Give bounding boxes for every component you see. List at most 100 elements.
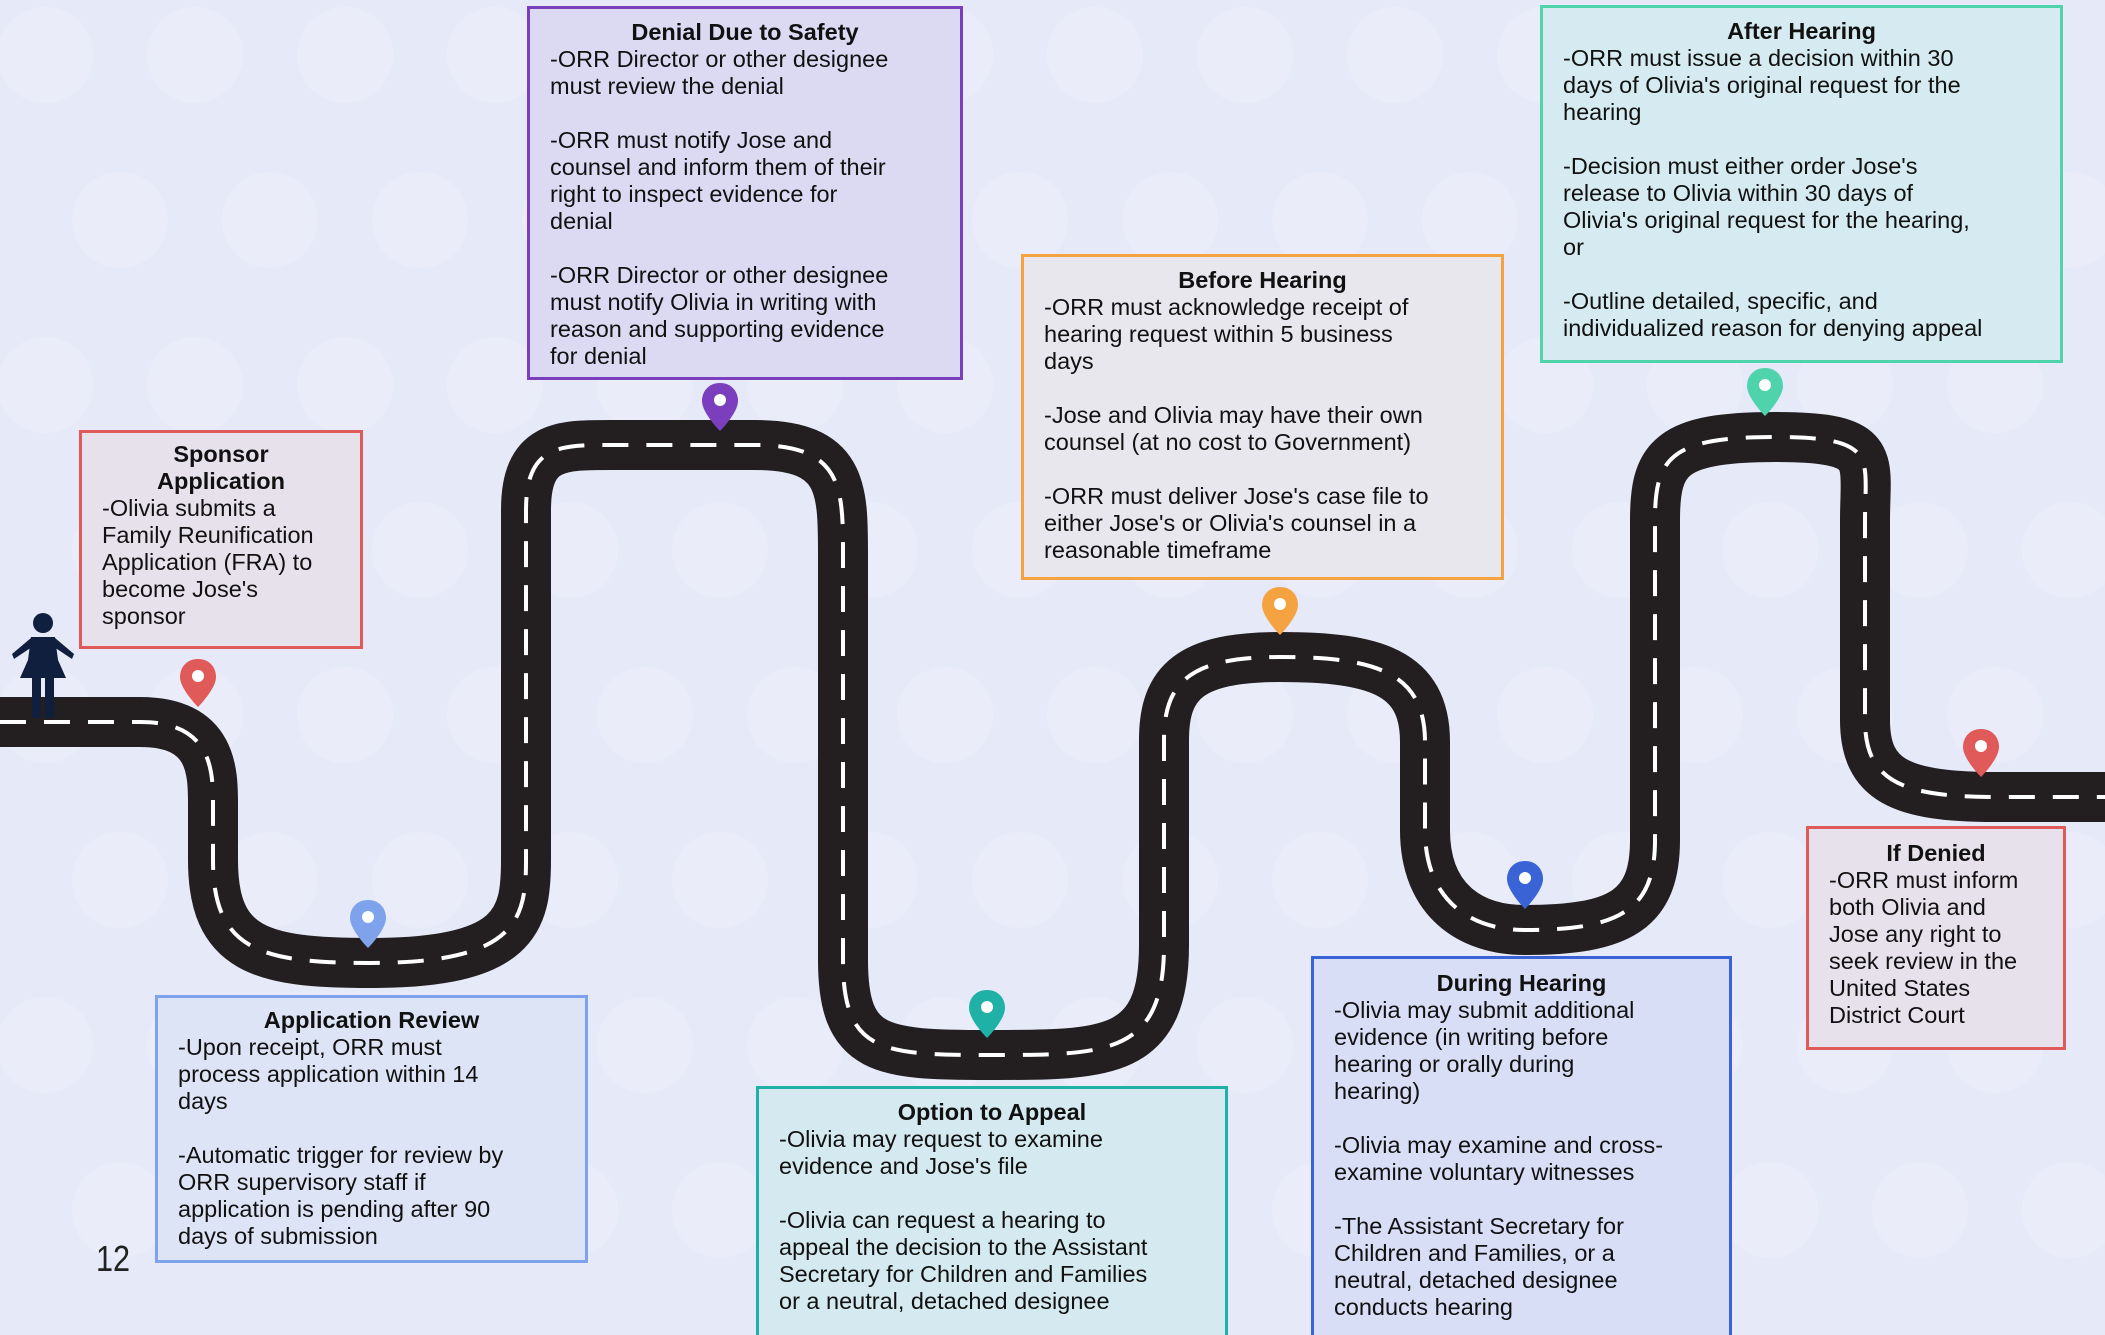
step-text-before-hearing: reasonable timeframe — [1044, 537, 1272, 563]
step-title-before-hearing: Before Hearing — [1178, 267, 1347, 293]
step-text-during-hearing: -Olivia may submit additional — [1334, 997, 1635, 1023]
background-circle — [72, 172, 168, 268]
step-text-denial-due-to-safety: for denial — [550, 343, 647, 369]
background-circle — [0, 997, 93, 1093]
step-text-during-hearing: Children and Families, or a — [1334, 1240, 1615, 1266]
step-text-denial-due-to-safety: -ORR Director or other designee — [550, 262, 889, 288]
step-title-denial-due-to-safety: Denial Due to Safety — [631, 19, 859, 45]
step-text-after-hearing: release to Olivia within 30 days of — [1563, 180, 1914, 206]
step-text-after-hearing: or — [1563, 234, 1584, 260]
background-circle — [1872, 1162, 1968, 1258]
step-text-during-hearing: examine voluntary witnesses — [1334, 1159, 1635, 1185]
step-title-during-hearing: During Hearing — [1436, 970, 1607, 996]
background-circle — [0, 7, 93, 103]
step-text-application-review: -Automatic trigger for review by — [178, 1142, 504, 1168]
background-circle — [372, 172, 468, 268]
background-circle — [147, 7, 243, 103]
step-text-before-hearing: -ORR must acknowledge receipt of — [1044, 294, 1409, 320]
step-text-application-review: -Upon receipt, ORR must — [178, 1034, 442, 1060]
pin-if-denied-icon — [1963, 729, 1999, 777]
step-title-option-to-appeal: Option to Appeal — [897, 1099, 1087, 1125]
step-text-after-hearing: individualized reason for denying appeal — [1563, 315, 1983, 341]
background-circle — [1197, 667, 1293, 763]
step-text-application-review: days — [178, 1088, 228, 1114]
step-text-before-hearing: either Jose's or Olivia's counsel in a — [1044, 510, 1417, 536]
background-circle — [597, 667, 693, 763]
background-circle — [747, 997, 843, 1093]
step-text-option-to-appeal: appeal the decision to the Assistant — [779, 1234, 1148, 1260]
step-box-denial-due-to-safety: Denial Due to Safety -ORR Director or ot… — [527, 6, 963, 380]
background-circle — [1197, 997, 1293, 1093]
background-circle — [972, 172, 1068, 268]
background-circle — [222, 172, 318, 268]
step-text-option-to-appeal: Secretary for Children and Families — [779, 1261, 1148, 1287]
step-text-after-hearing: -Decision must either order Jose's — [1563, 153, 1918, 179]
step-text-after-hearing: days of Olivia's original request for th… — [1563, 72, 1961, 98]
step-text-during-hearing: hearing or orally during — [1334, 1051, 1575, 1077]
step-text-denial-due-to-safety: counsel and inform them of their — [550, 154, 886, 180]
step-title-if-denied: If Denied — [1886, 840, 1986, 866]
step-text-denial-due-to-safety: must notify Olivia in writing with — [550, 289, 877, 315]
step-text-option-to-appeal: or a neutral, detached designee — [779, 1288, 1110, 1314]
step-text-denial-due-to-safety: -ORR must notify Jose and — [550, 127, 833, 153]
background-circle — [1722, 1162, 1818, 1258]
step-text-during-hearing: hearing) — [1334, 1078, 1421, 1104]
step-text-before-hearing: hearing request within 5 business — [1044, 321, 1393, 347]
step-text-if-denied: United States — [1829, 975, 1971, 1001]
background-circle — [222, 832, 318, 928]
step-text-sponsor-application: -Olivia submits a — [102, 495, 276, 521]
step-text-option-to-appeal: -Olivia may request to examine — [779, 1126, 1103, 1152]
step-text-during-hearing: conducts hearing — [1334, 1294, 1513, 1320]
background-circle — [1047, 667, 1143, 763]
step-text-denial-due-to-safety: reason and supporting evidence — [550, 316, 885, 342]
step-box-application-review: Application Review -Upon receipt, ORR mu… — [155, 995, 588, 1263]
background-circle — [1272, 172, 1368, 268]
step-text-during-hearing: -Olivia may examine and cross- — [1334, 1132, 1664, 1158]
background-circle — [297, 667, 393, 763]
step-title-application-review: Application Review — [263, 1007, 480, 1033]
step-text-if-denied: Jose any right to — [1829, 921, 2002, 947]
step-title-sponsor-application: Sponsor — [173, 441, 269, 467]
pin-application-review-icon — [350, 900, 386, 948]
step-box-during-hearing: During Hearing -Olivia may submit additi… — [1311, 956, 1732, 1335]
background-circle — [597, 997, 693, 1093]
background-circle — [972, 832, 1068, 928]
pin-option-to-appeal-icon — [969, 990, 1005, 1038]
step-text-option-to-appeal: -Olivia can request a hearing to — [779, 1207, 1106, 1233]
background-circle — [1197, 7, 1293, 103]
step-text-application-review: days of submission — [178, 1223, 378, 1249]
background-circle — [1497, 667, 1593, 763]
step-text-if-denied: both Olivia and — [1829, 894, 1986, 920]
background-circle — [72, 1162, 168, 1258]
step-text-after-hearing: -ORR must issue a decision within 30 — [1563, 45, 1954, 71]
page-number: 12 — [96, 1238, 131, 1279]
step-text-after-hearing: hearing — [1563, 99, 1642, 125]
step-text-if-denied: seek review in the — [1829, 948, 2018, 974]
step-text-before-hearing: days — [1044, 348, 1094, 374]
background-circle — [447, 7, 543, 103]
step-text-denial-due-to-safety: -ORR Director or other designee — [550, 46, 889, 72]
step-text-before-hearing: -Jose and Olivia may have their own — [1044, 402, 1423, 428]
step-text-if-denied: District Court — [1829, 1002, 1965, 1028]
pin-denial-due-to-safety-icon — [702, 383, 738, 431]
step-text-after-hearing: Olivia's original request for the hearin… — [1563, 207, 1970, 233]
step-box-option-to-appeal: Option to Appeal -Olivia may request to … — [756, 1086, 1228, 1335]
background-circle — [0, 337, 93, 433]
person-icon — [12, 613, 74, 718]
step-text-during-hearing: evidence (in writing before — [1334, 1024, 1609, 1050]
background-circle — [447, 337, 543, 433]
background-circle — [1122, 172, 1218, 268]
step-text-sponsor-application: Application (FRA) to — [102, 549, 313, 575]
step-text-application-review: process application within 14 — [178, 1061, 479, 1087]
background-circle — [672, 1162, 768, 1258]
step-title-after-hearing: After Hearing — [1727, 18, 1876, 44]
step-title-sponsor-application-cont: Application — [157, 468, 285, 494]
step-text-if-denied: -ORR must inform — [1829, 867, 2019, 893]
background-circle — [1722, 502, 1818, 598]
background-circle — [372, 502, 468, 598]
step-text-after-hearing: -Outline detailed, specific, and — [1563, 288, 1878, 314]
step-text-before-hearing: counsel (at no cost to Government) — [1044, 429, 1412, 455]
step-text-during-hearing: neutral, detached designee — [1334, 1267, 1618, 1293]
background-circle — [372, 832, 468, 928]
